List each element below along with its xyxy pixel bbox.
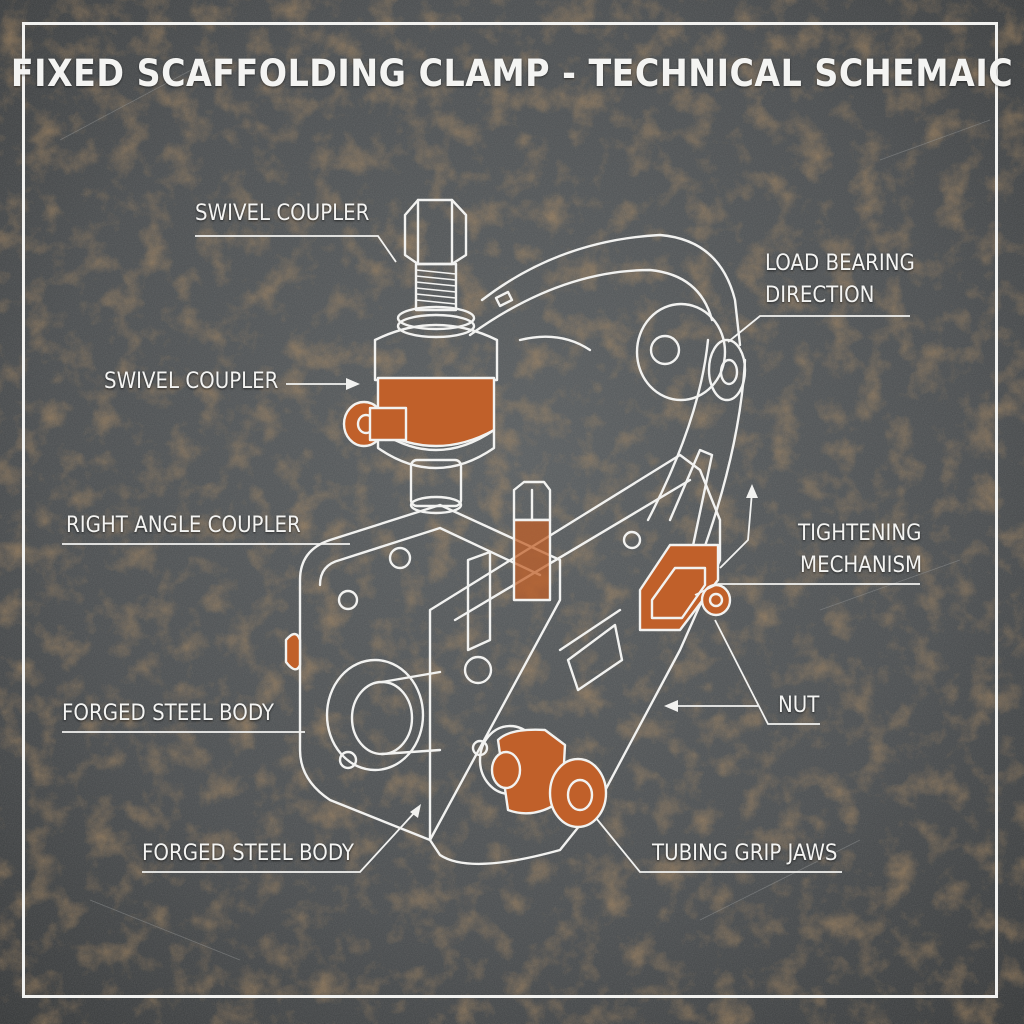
callout-load-bearing-line2: DIRECTION xyxy=(765,283,875,308)
arrowhead-swivel-mid xyxy=(346,378,360,390)
hex-bolt xyxy=(396,198,476,339)
callout-tightening-line1: TIGHTENING xyxy=(798,521,922,546)
right-plate xyxy=(428,453,722,866)
callout-swivel-coupler-mid: SWIVEL COUPLER xyxy=(104,369,279,394)
leader-forged-lower xyxy=(142,811,416,873)
callout-load-bearing-line1: LOAD BEARING xyxy=(765,251,915,276)
callout-tightening-line2: MECHANISM xyxy=(800,553,923,578)
arrowhead-nut xyxy=(664,700,678,712)
leader-load-bearing xyxy=(727,315,910,343)
arrowhead-tightening xyxy=(746,484,758,498)
callout-swivel-coupler-top: SWIVEL COUPLER xyxy=(195,201,370,226)
leader-lines xyxy=(62,235,920,873)
swivel-head xyxy=(342,323,499,515)
leader-tightening xyxy=(694,583,920,596)
leader-swivel-top xyxy=(195,235,397,263)
scratches xyxy=(59,59,991,961)
clamp-drawing xyxy=(284,198,747,866)
callout-tubing-grip-jaws: TUBING GRIP JAWS xyxy=(652,841,838,866)
grip-jaw xyxy=(478,724,608,829)
diagram-title: FIXED SCAFFOLDING CLAMP - TECHNICAL SCHE… xyxy=(10,52,1014,95)
leader-tubing xyxy=(595,817,842,873)
leader-tightening-arrow xyxy=(719,491,753,569)
upper-arm xyxy=(468,233,747,562)
tightening-latch xyxy=(638,448,732,632)
callout-forged-steel-body-lower: FORGED STEEL BODY xyxy=(142,841,354,866)
callout-right-angle-coupler: RIGHT ANGLE COUPLER xyxy=(66,513,301,538)
arrowhead-forged-lower xyxy=(410,804,421,818)
arrowheads xyxy=(346,378,758,818)
center-pin xyxy=(512,480,552,602)
callout-nut: NUT xyxy=(778,693,820,718)
callout-forged-steel-body-upper: FORGED STEEL BODY xyxy=(62,701,274,726)
leader-nut xyxy=(714,619,820,725)
